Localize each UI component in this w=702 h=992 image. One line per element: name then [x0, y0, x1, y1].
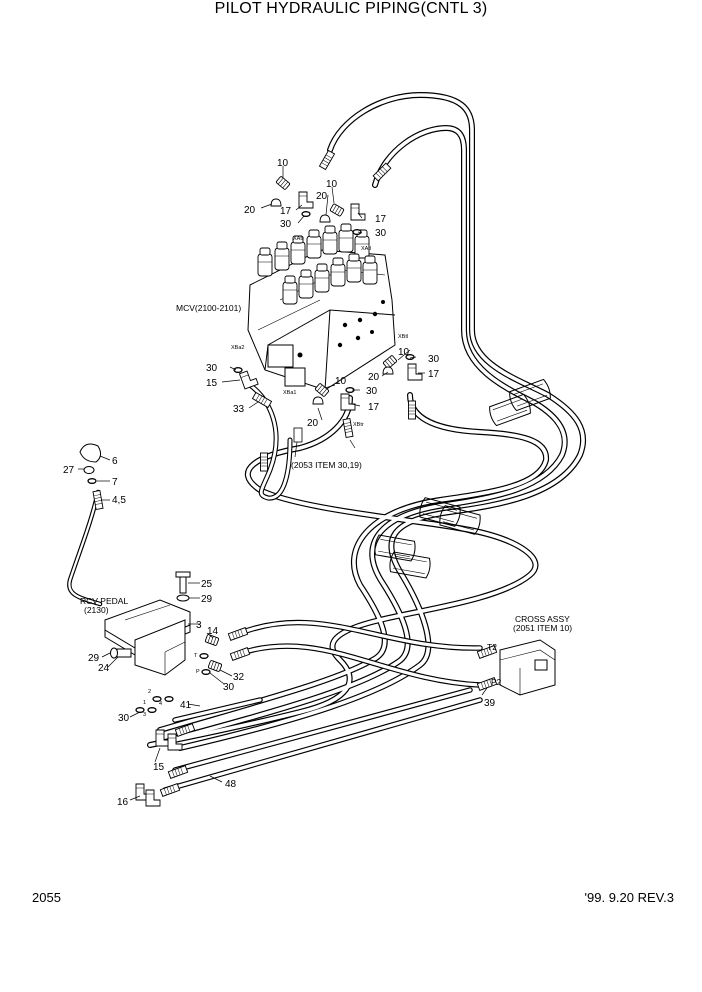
port-p: P	[196, 669, 200, 675]
page-number: 2055	[32, 890, 61, 905]
callout-6: 6	[112, 456, 118, 467]
callout-10-a: 10	[277, 158, 289, 169]
callout-30-g: 30	[118, 713, 130, 724]
port-p2: P2	[491, 677, 502, 687]
callout-16: 16	[117, 797, 129, 808]
port-xba2: XBa2	[231, 345, 244, 351]
callout-32: 32	[233, 672, 245, 683]
callout-4-5: 4,5	[112, 495, 126, 506]
port-t2: T2	[487, 642, 497, 652]
callout-30-e: 30	[366, 386, 378, 397]
cross-assy	[476, 639, 556, 696]
cross-assy-ref-label: (2051 ITEM 10)	[513, 623, 572, 633]
part-callouts: 10 20 17 30 10 20 17 30 10 30 17 20 30 1…	[63, 158, 496, 808]
callout-39: 39	[484, 698, 496, 709]
callout-20-c: 20	[368, 372, 380, 383]
callout-24: 24	[98, 663, 110, 674]
port-xatr: XAtr	[293, 236, 304, 242]
callout-30-c: 30	[428, 354, 440, 365]
callout-17-a: 17	[280, 206, 292, 217]
ref-2053-label: (2053 ITEM 30,19)	[291, 460, 362, 470]
rcv-pedal-assembly	[79, 443, 251, 676]
lower-hoses-highlight	[163, 621, 482, 792]
port-4: 4	[159, 701, 162, 707]
mcv-valve-block	[247, 223, 396, 391]
leader-lines	[78, 166, 488, 801]
callout-15-a: 15	[206, 378, 218, 389]
callout-20-d: 20	[307, 418, 319, 429]
callout-30-b: 30	[375, 228, 387, 239]
callout-17-b: 17	[375, 214, 387, 225]
callout-20-a: 20	[244, 205, 256, 216]
callout-29-a: 29	[201, 594, 213, 605]
callout-29-b: 29	[88, 653, 100, 664]
callout-25: 25	[201, 579, 213, 590]
rcv-pedal-label: RCV PEDAL	[80, 596, 128, 606]
port-xatl: XAtl	[361, 246, 371, 252]
hose-33-highlight	[248, 383, 292, 500]
cross-assy-label: CROSS ASSY	[515, 614, 570, 624]
callout-27: 27	[63, 465, 75, 476]
pipe-bundle-highlight	[148, 93, 585, 750]
pedal-rod-highlight	[68, 490, 102, 606]
revision-date: '99. 9.20 REV.3	[584, 890, 674, 905]
callout-14: 14	[207, 626, 219, 637]
port-xba1: XBa1	[283, 390, 296, 396]
callout-20-b: 20	[316, 191, 328, 202]
callout-17-c: 17	[428, 369, 440, 380]
callout-7: 7	[112, 477, 118, 488]
port-t: T	[194, 653, 198, 659]
port-xbtl: XBtl	[398, 334, 408, 340]
port-2: 2	[148, 689, 151, 695]
callout-30-d: 30	[206, 363, 218, 374]
page-title: PILOT HYDRAULIC PIPING(CNTL 3)	[214, 0, 488, 17]
callout-15-b: 15	[153, 762, 165, 773]
callout-10-c: 10	[398, 347, 410, 358]
assembly-labels: MCV(2100-2101) RCV PEDAL (2130) CROSS AS…	[80, 303, 572, 633]
callout-41: 41	[180, 700, 192, 711]
pedal-rod	[67, 489, 103, 607]
port-xbtr: XBtr	[353, 422, 364, 428]
callout-3: 3	[196, 620, 202, 631]
rcv-pedal-ref-label: (2130)	[84, 605, 109, 615]
callout-10-b: 10	[326, 179, 338, 190]
callout-48: 48	[225, 779, 237, 790]
callout-10-d: 10	[335, 376, 347, 387]
callout-30-f: 30	[223, 682, 235, 693]
mcv-label: MCV(2100-2101)	[176, 303, 241, 313]
port-3: 3	[143, 712, 146, 718]
port-1: 1	[143, 700, 146, 706]
mcv-fittings	[233, 150, 423, 472]
port-labels: XAtr XAtl XBtl XBa2 XBa1 XBtr T P T2 P2 …	[143, 236, 502, 718]
callout-30-a: 30	[280, 219, 292, 230]
callout-33: 33	[233, 404, 245, 415]
callout-17-d: 17	[368, 402, 380, 413]
